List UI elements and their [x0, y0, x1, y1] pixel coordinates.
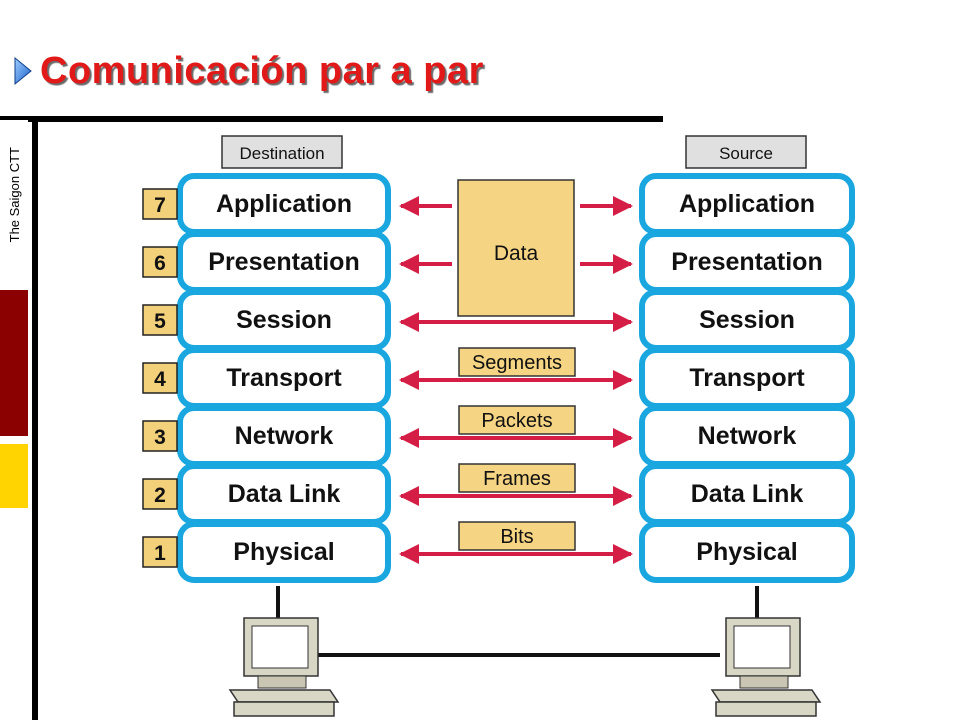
network-cable — [276, 586, 759, 657]
source-computer-icon — [710, 617, 822, 717]
title-bullet-arrow-icon — [14, 56, 32, 86]
destination-layer-box — [177, 521, 391, 583]
rail-yellow-block — [0, 444, 28, 508]
destination-computer-icon — [228, 617, 340, 717]
pdu-label-box — [458, 347, 576, 377]
destination-layer-name: Session — [236, 306, 332, 334]
rail-red-block — [0, 290, 28, 436]
layer-number: 6 — [154, 252, 166, 275]
source-layer-name: Application — [679, 190, 815, 218]
title-divider — [0, 116, 663, 122]
layer-number-badge — [142, 362, 178, 394]
pdu-data-box: Data — [457, 179, 575, 317]
layer-number: 5 — [154, 310, 166, 333]
source-layer-name: Physical — [696, 538, 797, 566]
slide-title: Comunicación par a par — [12, 46, 484, 96]
layer-number: 7 — [154, 194, 166, 217]
destination-layer-name: Physical — [233, 538, 334, 566]
layer-number-badge — [142, 304, 178, 336]
source-layer-name: Network — [698, 422, 797, 450]
pdu-label-box — [458, 463, 576, 493]
layer-number: 1 — [154, 542, 166, 565]
source-header-label: Source — [719, 144, 773, 163]
source-layer-name: Session — [699, 306, 795, 334]
destination-layer-name: Transport — [226, 364, 342, 392]
destination-layer-name: Application — [216, 190, 352, 218]
pdu-label-box — [458, 521, 576, 551]
destination-layer-name: Data Link — [228, 480, 341, 508]
layer-number: 3 — [154, 426, 166, 449]
layer-number-badge — [142, 420, 178, 452]
source-stack: ApplicationPresentationSessionTransportN… — [639, 173, 855, 583]
pdu-label-box — [458, 405, 576, 435]
diagram-frame — [32, 122, 670, 720]
destination-layer-name: Network — [235, 422, 334, 450]
source-layer-box — [639, 521, 855, 583]
source-header: Source — [685, 135, 807, 169]
layer-number-badge — [142, 246, 178, 278]
source-layer-name: Data Link — [691, 480, 804, 508]
destination-layer-name: Presentation — [208, 248, 359, 276]
layer-number: 2 — [154, 484, 166, 507]
peer-arrows — [399, 196, 633, 564]
pdu-label: Frames — [483, 468, 551, 490]
layer-number-badge — [142, 188, 178, 220]
page-title: Comunicación par a par — [40, 49, 484, 92]
pdu-label: Packets — [481, 410, 552, 432]
pdu-label: Bits — [500, 526, 533, 548]
source-layer-name: Transport — [689, 364, 805, 392]
destination-header-label: Destination — [239, 144, 324, 163]
pdu-data-label: Data — [494, 242, 539, 265]
layer-number-badge — [142, 478, 178, 510]
source-layer-name: Presentation — [671, 248, 822, 276]
layer-number-badge — [142, 536, 178, 568]
pdu-label: Segments — [472, 352, 562, 374]
layer-number: 4 — [154, 368, 166, 391]
destination-header: Destination — [221, 135, 343, 169]
